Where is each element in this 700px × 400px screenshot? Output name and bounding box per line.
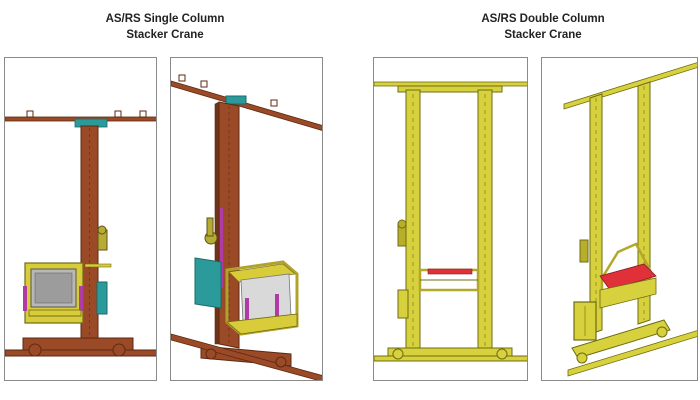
- top-crossbeam: [397, 85, 503, 93]
- control-box: [194, 257, 222, 309]
- rail-clip: [178, 74, 186, 82]
- double-column-title-line2: Stacker Crane: [504, 29, 582, 41]
- wheel: [112, 343, 126, 357]
- hoist-motor: [579, 239, 589, 263]
- wheel: [205, 348, 217, 360]
- control-box: [397, 289, 409, 319]
- wheel: [392, 348, 404, 360]
- bottom-rail: [374, 355, 527, 362]
- single-column-isometric-view: [170, 57, 323, 381]
- base-chassis: [387, 347, 513, 357]
- wheel: [496, 348, 508, 360]
- mast-head: [225, 95, 247, 105]
- control-box: [96, 281, 108, 315]
- base-chassis: [571, 319, 671, 359]
- wheel: [656, 326, 668, 338]
- top-rail: [563, 62, 697, 110]
- bottom-rail: [5, 349, 156, 357]
- double-column-title-line1: AS/RS Double Column: [481, 13, 605, 25]
- accent-bar: [23, 286, 27, 311]
- accent-bar: [245, 298, 249, 320]
- double-column-title: AS/RS Double Column Stacker Crane: [448, 11, 638, 43]
- wheel: [275, 356, 287, 368]
- wheel: [576, 352, 588, 364]
- load-platform: [599, 263, 657, 291]
- rail-clip: [139, 110, 147, 118]
- rail-clip: [200, 80, 208, 88]
- bottom-rail: [171, 333, 322, 380]
- top-rail: [374, 81, 527, 87]
- rail-clip: [270, 99, 278, 107]
- top-rail: [171, 80, 322, 131]
- accent-bar: [79, 286, 83, 311]
- single-column-title-line2: Stacker Crane: [126, 29, 204, 41]
- single-column-title: AS/RS Single Column Stacker Crane: [80, 11, 250, 43]
- accent-bar: [275, 294, 279, 316]
- bottom-rail: [567, 330, 697, 377]
- double-column-isometric-view: [541, 57, 698, 381]
- single-column-front-view: [4, 57, 157, 381]
- wheel: [28, 343, 42, 357]
- rail-clip: [26, 110, 34, 118]
- load-platform: [427, 268, 473, 275]
- double-column-front-view: [373, 57, 528, 381]
- single-column-title-line1: AS/RS Single Column: [105, 13, 225, 25]
- rail-clip: [114, 110, 122, 118]
